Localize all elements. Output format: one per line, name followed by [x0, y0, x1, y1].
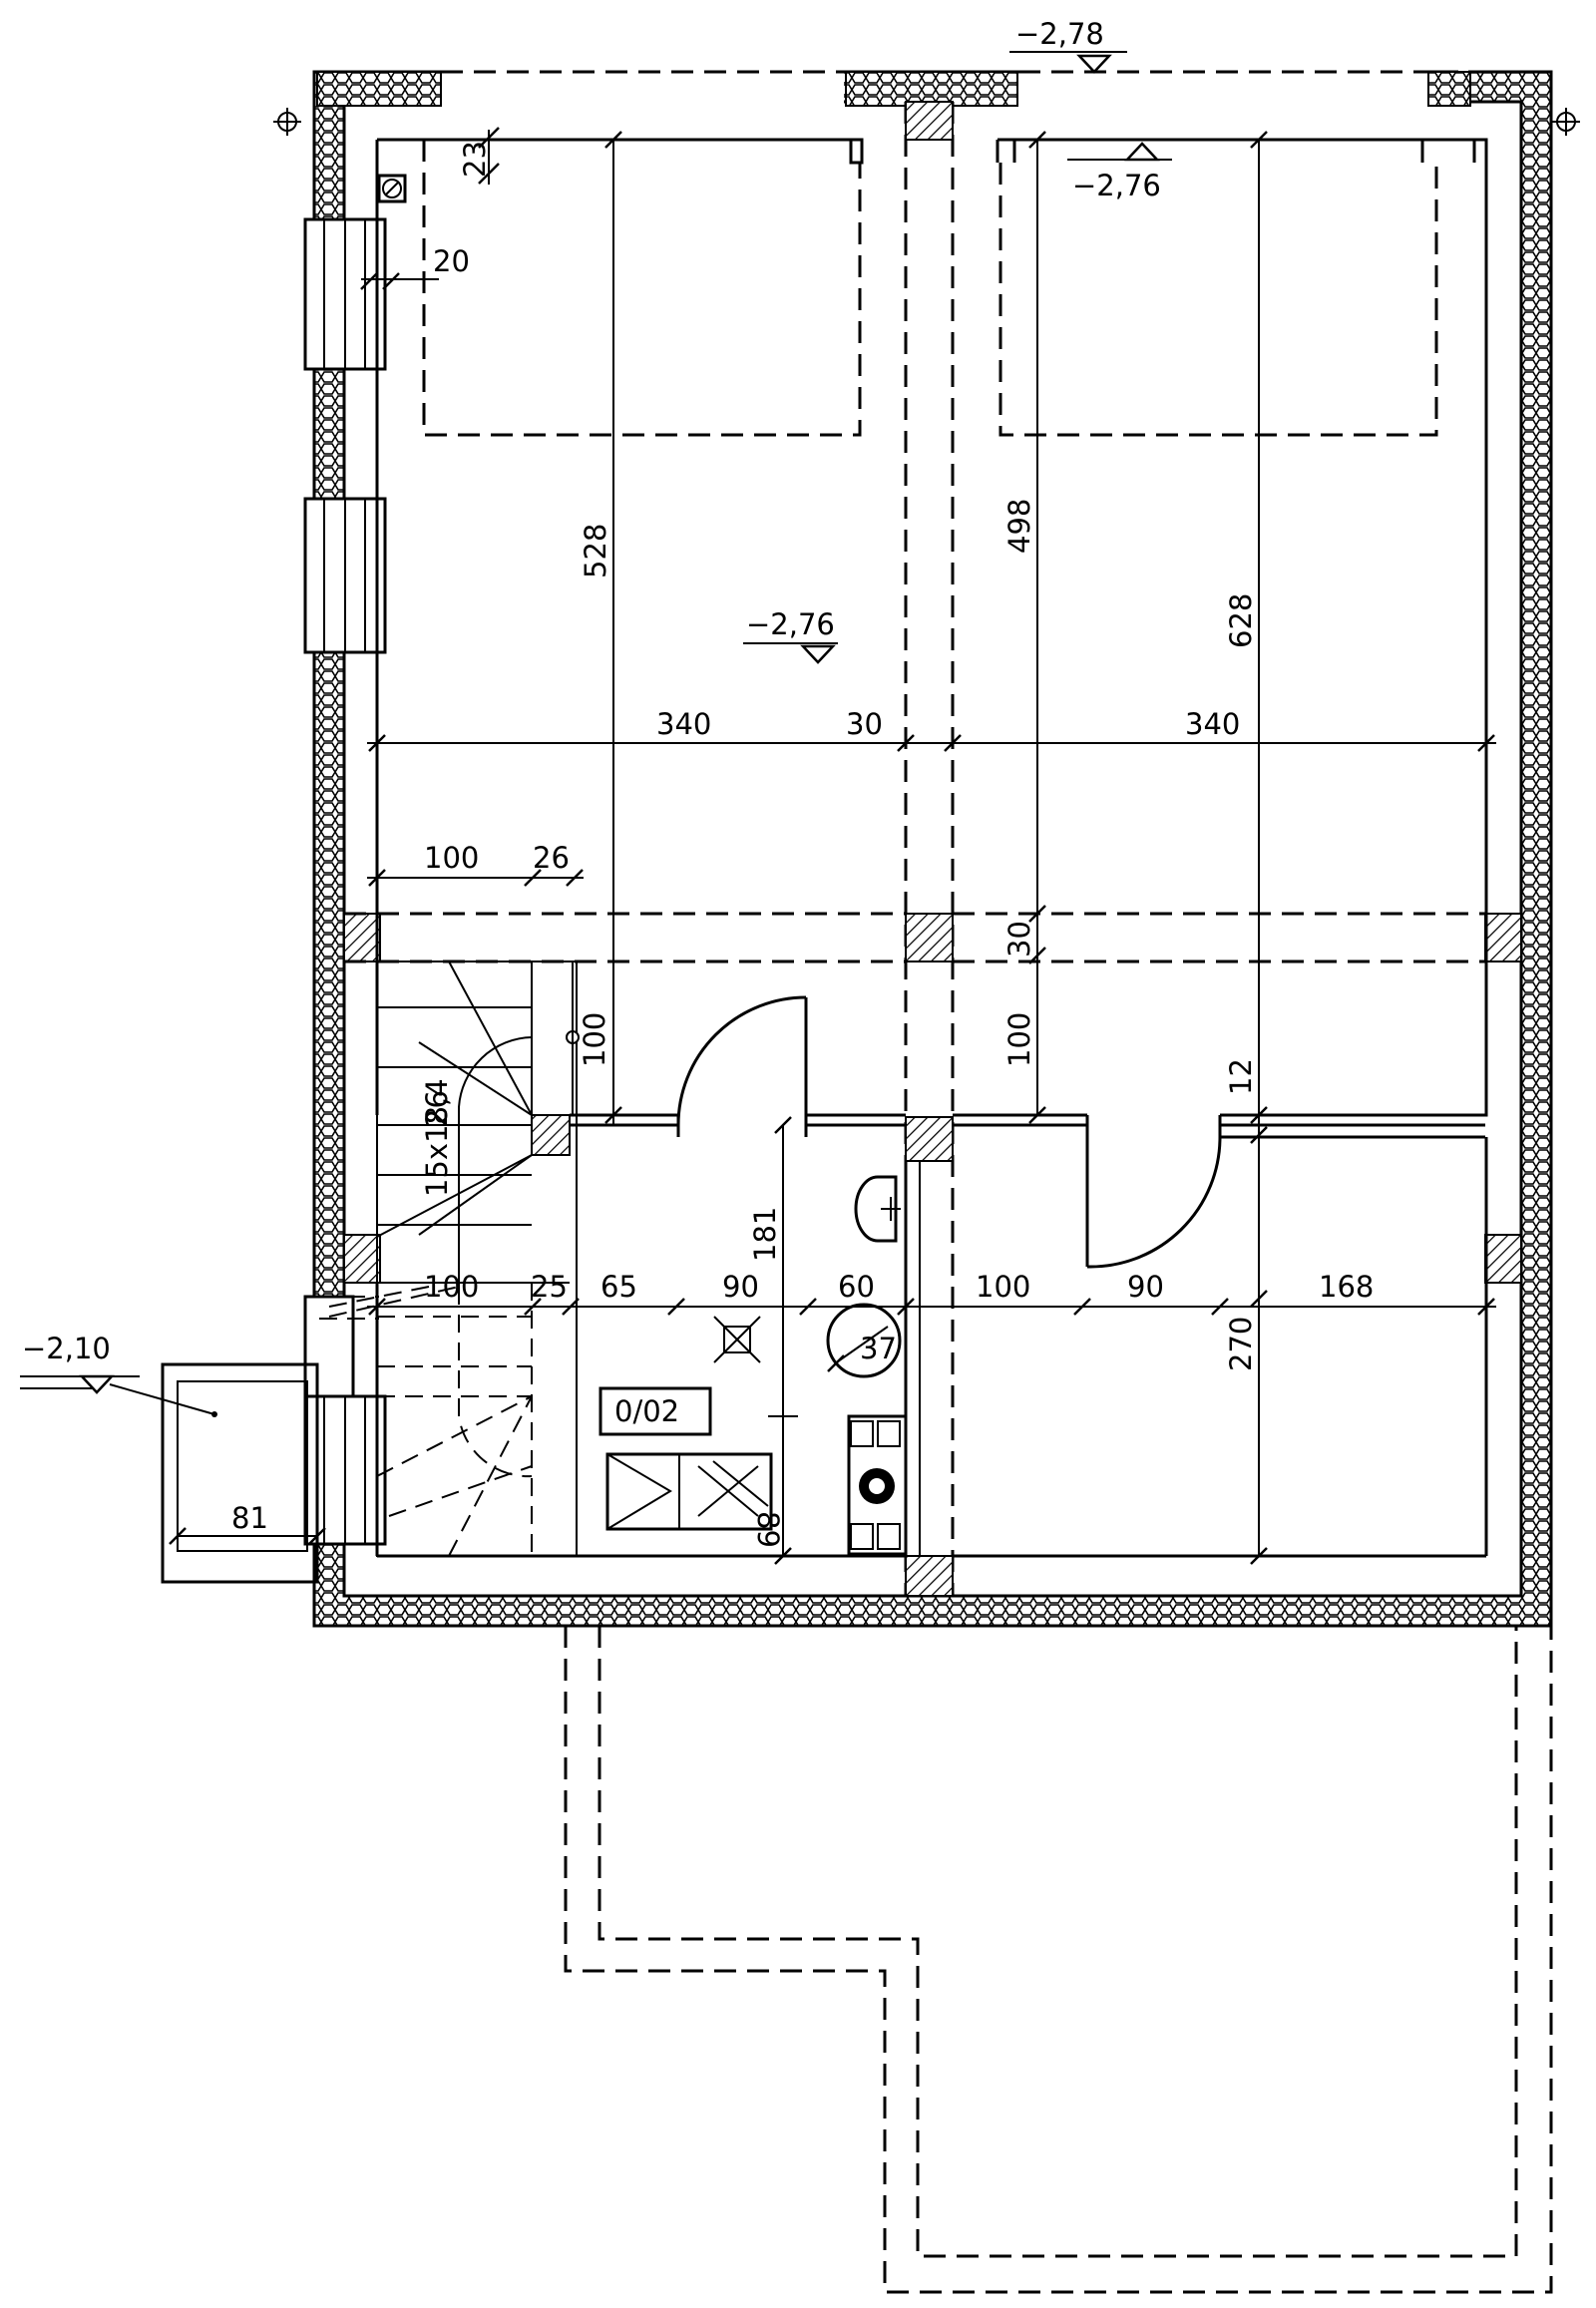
vent-icon — [377, 174, 407, 203]
dim-498: 498 — [1002, 499, 1036, 554]
dim-340-left: 340 — [656, 707, 711, 741]
dim-181: 181 — [748, 1207, 782, 1262]
dim-100-vertical-stairs: 100 — [578, 1012, 611, 1067]
dim-37: 37 — [860, 1332, 897, 1365]
dim-270: 270 — [1224, 1317, 1258, 1371]
window-left-2 — [303, 497, 387, 654]
room-label: 0/02 — [614, 1394, 679, 1428]
dim-30-center: 30 — [846, 707, 883, 741]
dim-12: 12 — [1224, 1058, 1258, 1095]
level-marker-top: −2,78 — [1009, 17, 1127, 74]
dim-168: 168 — [1319, 1270, 1374, 1304]
dim-100-row: 100 — [424, 1270, 479, 1304]
room-tag: 0/02 — [598, 1386, 712, 1436]
dim-81: 81 — [231, 1501, 268, 1535]
window-left-1 — [303, 217, 387, 371]
dim-30-vertical: 30 — [1002, 921, 1036, 958]
entrance-landing: −2,10 81 — [20, 1332, 326, 1584]
toilet — [854, 1175, 901, 1243]
center-wall — [904, 101, 955, 1597]
dim-100-vertical-right: 100 — [1002, 1012, 1036, 1067]
top-openings — [316, 70, 1471, 107]
dim-65: 65 — [600, 1270, 637, 1304]
dim-25: 25 — [531, 1270, 568, 1304]
dim-90-row-right: 90 — [1127, 1270, 1164, 1304]
upper-rooms — [344, 138, 1488, 1558]
wall-columns — [343, 913, 1522, 1284]
axis-markers — [273, 108, 1580, 136]
dim-23: 23 — [458, 141, 492, 178]
dimension-lines — [360, 127, 1496, 1565]
dim-100-row-right: 100 — [976, 1270, 1030, 1304]
level-marker-top-right: −2,76 — [1067, 142, 1172, 202]
cooker — [847, 1414, 908, 1556]
dim-89: 89 — [751, 1511, 785, 1548]
level-entrance: −2,10 — [22, 1332, 111, 1365]
dim-100-top: 100 — [424, 841, 479, 875]
terrace-outline — [564, 1626, 1553, 2294]
shower-drain — [826, 1303, 902, 1378]
floor-drain — [713, 1316, 761, 1363]
dim-90-row-left: 90 — [722, 1270, 759, 1304]
stairs-label: 15x18,4 — [420, 1078, 454, 1197]
counter — [605, 1452, 773, 1531]
dim-340-right: 340 — [1185, 707, 1240, 741]
dim-20: 20 — [433, 244, 470, 278]
dimension-labels: 23 20 528 498 628 340 30 340 100 26 30 1… — [424, 141, 1374, 1548]
dim-628: 628 — [1224, 593, 1258, 648]
level-top: −2,78 — [1015, 17, 1104, 51]
dim-26-top: 26 — [533, 841, 570, 875]
level-top-right: −2,76 — [1072, 169, 1161, 202]
dim-528: 528 — [579, 524, 612, 578]
staircase: 15x18,4 26 — [328, 961, 580, 1557]
level-center: −2,76 — [746, 607, 835, 641]
outer-walls — [312, 70, 1553, 1628]
level-marker-center: −2,76 — [743, 607, 838, 664]
dim-60: 60 — [838, 1270, 875, 1304]
dim-26-stairs: 26 — [420, 1090, 454, 1127]
